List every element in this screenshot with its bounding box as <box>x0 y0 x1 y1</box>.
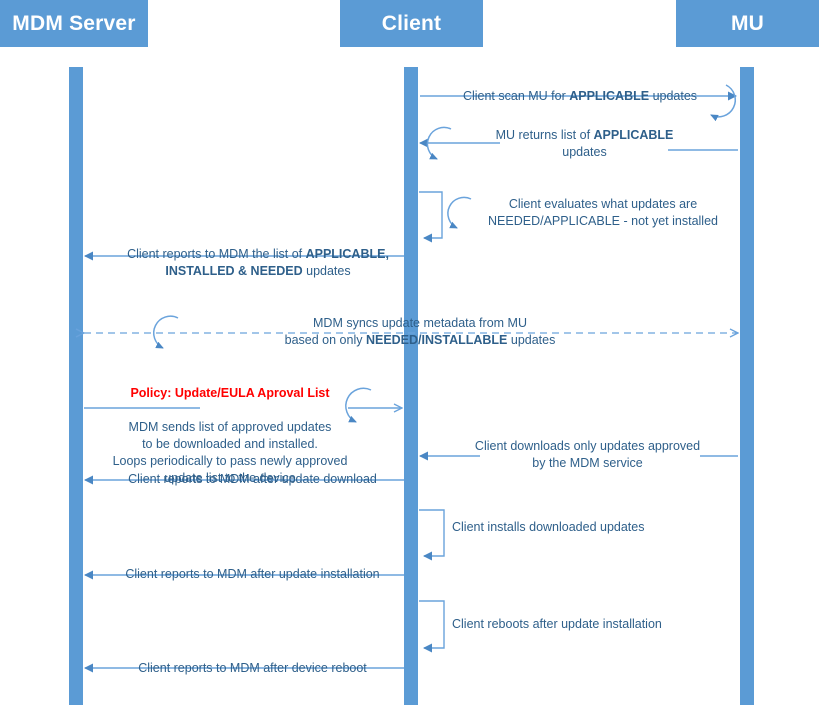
lifeline-mdm-server <box>69 67 83 705</box>
lifeline-client <box>404 67 418 705</box>
actor-box-mdm-server[interactable]: MDM Server <box>0 0 148 47</box>
actor-label-mu: MU <box>730 11 765 35</box>
message-label-m6: Policy: Update/EULA Aproval List MDM sen… <box>105 368 355 487</box>
message-label-m10: Client reports to MDM after update insta… <box>125 567 380 581</box>
message-label-m9: Client installs downloaded updates <box>452 520 645 534</box>
actor-box-mu[interactable]: MU <box>676 0 819 47</box>
lifeline-mu <box>740 67 754 705</box>
policy-heading: Policy: Update/EULA Aproval List <box>130 386 330 400</box>
message-label-m1: Client scan MU for APPLICABLE updates <box>462 89 698 103</box>
message-label-m8: Client reports to MDM after update downl… <box>128 472 377 486</box>
message-arrow-m3 <box>419 191 472 243</box>
actor-label-mdm-server: MDM Server <box>12 11 136 35</box>
message-arrow-m9 <box>419 509 445 561</box>
message-label-m12: Client reports to MDM after device reboo… <box>138 661 367 675</box>
actor-box-client[interactable]: Client <box>340 0 483 47</box>
message-label-m4: Client reports to MDM the list of APPLIC… <box>127 247 389 278</box>
actor-label-client: Client <box>381 11 442 35</box>
message-label-m11: Client reboots after update installation <box>452 617 662 631</box>
message-arrow-m11 <box>419 600 445 653</box>
